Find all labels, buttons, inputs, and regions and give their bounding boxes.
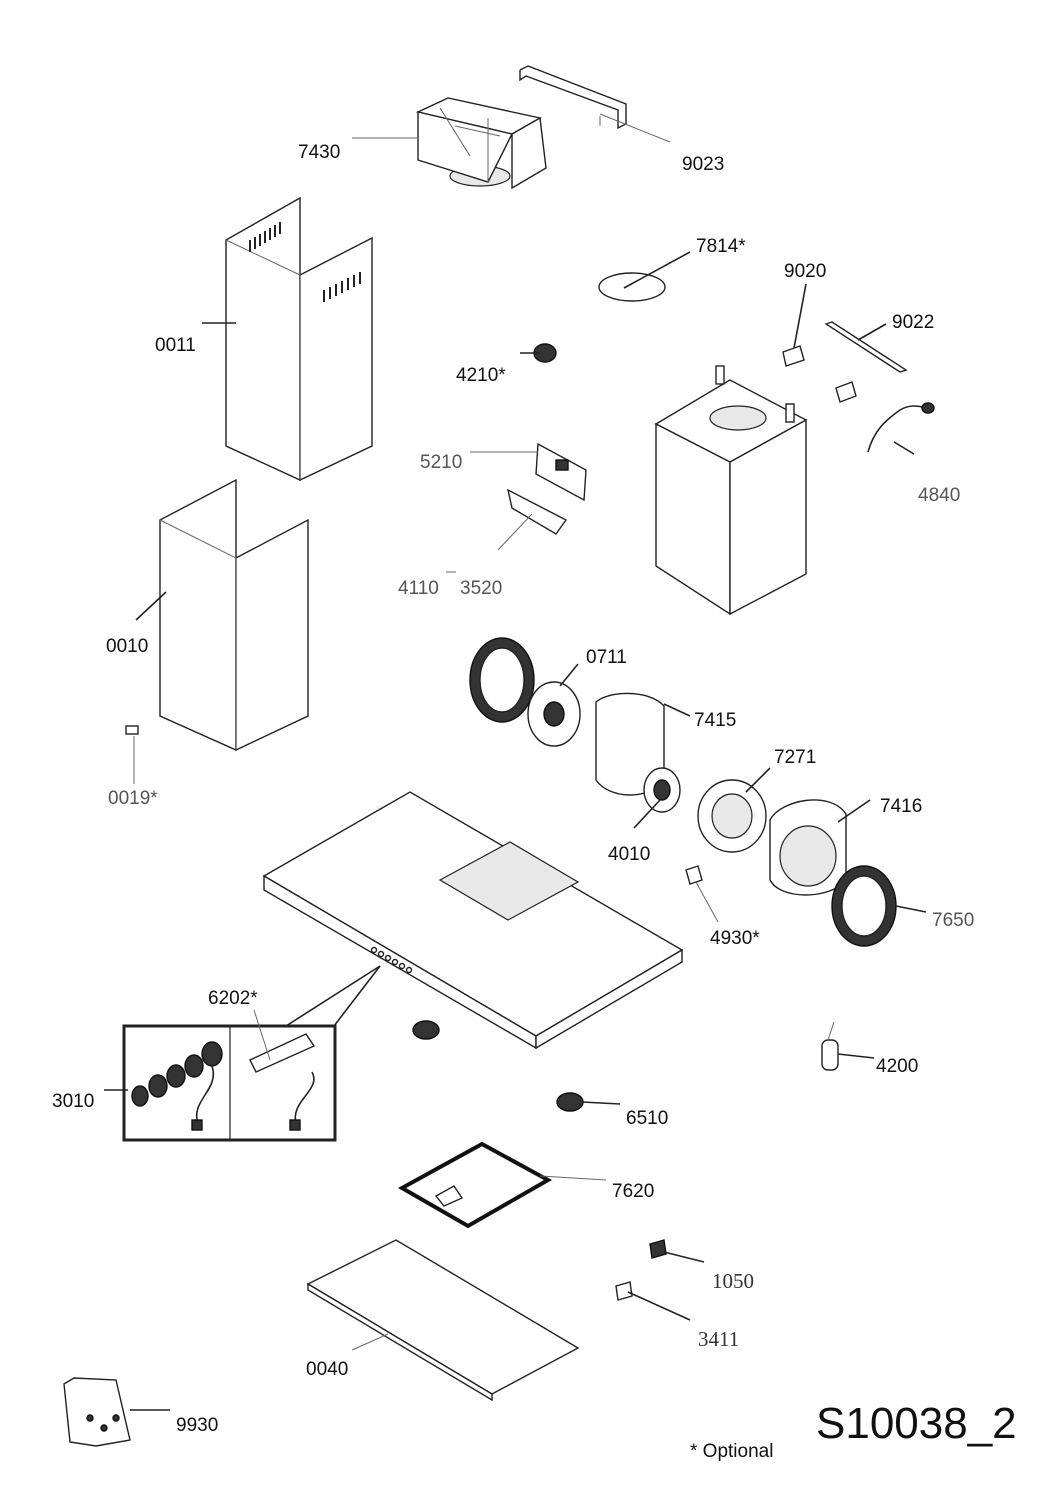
part-label-9930: 9930 (176, 1415, 218, 1436)
part-label-9020: 9020 (784, 261, 826, 282)
part-label-7620: 7620 (612, 1181, 654, 1202)
part-label-3520: 3520 (460, 578, 502, 599)
part-label-7416: 7416 (880, 796, 922, 817)
part-label-4200: 4200 (876, 1056, 918, 1077)
bottom-panel-drawing (306, 1239, 580, 1402)
part-label-6510: 6510 (626, 1108, 668, 1129)
part-label-9023: 9023 (682, 154, 724, 175)
part-label-0711: 0711 (586, 647, 627, 668)
part-label-4110: 4110 (398, 578, 439, 599)
part-label-0011: 0011 (155, 335, 196, 356)
part-label-7271: 7271 (774, 747, 816, 768)
part-label-7430: 7430 (298, 142, 340, 163)
switch-inset-drawing (122, 965, 381, 1142)
blower-assembly-drawing (469, 637, 897, 947)
control-buttons-drawing (370, 946, 413, 974)
capacitor-drawing (821, 1021, 839, 1071)
wall-bracket-drawing (519, 65, 627, 130)
part-label-0019: 0019* (108, 788, 158, 809)
part-label-7650: 7650 (932, 910, 974, 931)
part-label-5210: 5210 (420, 452, 462, 473)
disc-drawing (598, 272, 666, 302)
part-label-0040: 0040 (306, 1359, 348, 1380)
upper-chimney-drawing (225, 196, 373, 482)
part-label-3411: 3411 (698, 1327, 739, 1351)
motor-housing-drawing (654, 365, 808, 616)
lamp-parts-drawing (615, 1239, 667, 1301)
part-label-4840: 4840 (918, 485, 960, 506)
small-clip-drawing (125, 725, 139, 735)
part-label-0010: 0010 (106, 636, 148, 657)
part-label-3010: 3010 (52, 1091, 94, 1112)
control-board-drawing (535, 442, 587, 502)
part-label-1050: 1050 (712, 1269, 754, 1293)
knobs-drawing (412, 1020, 584, 1112)
part-labels: 7430 9023 7814* 9020 9022 0011 4210* 521… (52, 142, 974, 1436)
optional-footnote: * Optional (690, 1441, 773, 1462)
part-label-6202: 6202* (208, 988, 258, 1009)
cable-drawing (867, 402, 935, 453)
lower-chimney-drawing (159, 478, 309, 752)
part-label-7415: 7415 (694, 710, 736, 731)
hood-canopy-drawing (262, 791, 684, 1050)
part-label-7814: 7814* (696, 236, 746, 257)
diagram-id: S10038_2 (816, 1399, 1017, 1448)
grease-filter-drawing (397, 1141, 553, 1229)
part-label-4210: 4210* (456, 365, 506, 386)
part-label-4930: 4930* (710, 928, 760, 949)
leader-lines (104, 113, 927, 1411)
part-label-9022: 9022 (892, 312, 934, 333)
part-label-4010: 4010 (608, 844, 650, 865)
capacitor-block-drawing (685, 865, 703, 885)
board-cover-drawing (506, 488, 568, 535)
screw-bag-drawing (63, 1377, 131, 1447)
duct-connector-drawing (415, 97, 547, 190)
clips-drawing (782, 321, 908, 403)
